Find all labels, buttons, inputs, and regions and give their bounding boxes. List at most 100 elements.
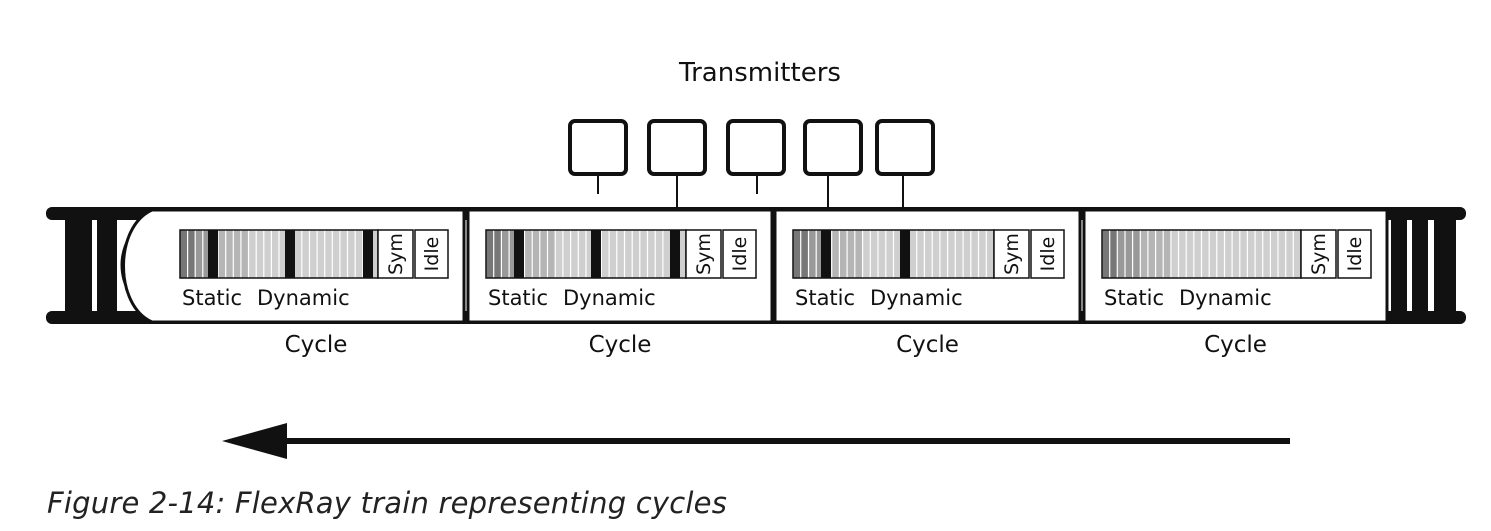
occupied-slot (208, 230, 218, 278)
time-slot (195, 230, 204, 278)
transmitter-box (875, 119, 935, 176)
rear-bar (1391, 218, 1407, 312)
time-slot (978, 230, 987, 278)
time-slot (601, 230, 610, 278)
dynamic-label: Dynamic (257, 286, 350, 310)
time-slot (202, 230, 211, 278)
time-slot (808, 230, 817, 278)
time-slot (924, 230, 933, 278)
time-slot (1147, 230, 1157, 278)
time-slot (970, 230, 979, 278)
idle-label: Idle (729, 237, 751, 272)
time-slot (1278, 230, 1287, 278)
time-slot (355, 230, 364, 278)
segment-bar (792, 229, 995, 279)
time-slot (225, 230, 234, 278)
cycle-label: Cycle (1204, 332, 1267, 358)
time-slot (793, 230, 802, 278)
time-slot (1270, 230, 1279, 278)
occupied-slot (591, 230, 601, 278)
sym-label: Sym (693, 233, 715, 275)
time-slot (800, 230, 809, 278)
time-slot (324, 230, 333, 278)
time-slot (187, 230, 196, 278)
time-slot (1239, 230, 1248, 278)
train-rear (1391, 218, 1456, 312)
time-slot (616, 230, 625, 278)
figure-caption: Figure 2-14: FlexRay train representing … (47, 486, 728, 520)
time-slot (947, 230, 956, 278)
time-slot (831, 230, 840, 278)
time-slot (524, 230, 533, 278)
sym-label: Sym (1308, 233, 1330, 275)
time-slot (1293, 230, 1302, 278)
time-slot (248, 230, 257, 278)
front-bar (97, 218, 117, 312)
time-slot (317, 230, 326, 278)
time-slot (1224, 230, 1233, 278)
time-slot (647, 230, 656, 278)
transmitter-box (803, 119, 863, 176)
time-slot (932, 230, 941, 278)
time-slot (1163, 230, 1172, 278)
time-slot (271, 230, 280, 278)
time-slot (509, 230, 518, 278)
direction-arrow (222, 423, 1290, 459)
cycle-label: Cycle (589, 332, 652, 358)
idle-label: Idle (1344, 237, 1366, 272)
sym-box (377, 229, 414, 279)
time-slot (963, 230, 972, 278)
dynamic-label: Dynamic (1179, 286, 1272, 310)
rear-bar (1412, 218, 1428, 312)
time-slot (486, 230, 495, 278)
time-slot (1117, 230, 1126, 278)
time-slot (294, 230, 303, 278)
sym-label: Sym (1001, 233, 1023, 275)
rear-bar (1434, 218, 1456, 312)
time-slot (347, 230, 356, 278)
static-label: Static (488, 286, 548, 310)
time-slot (263, 230, 272, 278)
idle-box (1337, 229, 1372, 279)
occupied-slot (285, 230, 295, 278)
time-slot (1125, 230, 1134, 278)
time-slot (870, 230, 879, 278)
dynamic-label: Dynamic (870, 286, 963, 310)
sym-box (993, 229, 1030, 279)
time-slot (339, 230, 348, 278)
time-slot (578, 230, 587, 278)
time-slot (1178, 230, 1187, 278)
time-slot (639, 230, 648, 278)
time-slot (939, 230, 949, 278)
sym-label: Sym (385, 233, 407, 275)
time-slot (493, 230, 502, 278)
time-slot (839, 230, 848, 278)
occupied-slot (670, 230, 680, 278)
time-slot (586, 230, 595, 278)
time-slot (909, 230, 918, 278)
direction-arrowhead (222, 423, 287, 459)
time-slot (1102, 230, 1111, 278)
time-slot (1285, 230, 1294, 278)
time-slot (1186, 230, 1195, 278)
transmitter-box (726, 119, 786, 176)
time-slot (279, 230, 288, 278)
time-slot (862, 230, 871, 278)
time-slot (847, 230, 856, 278)
time-slot (1232, 230, 1241, 278)
segment-bar (1101, 229, 1302, 279)
cycle-label: Cycle (285, 332, 348, 358)
time-slot (256, 230, 265, 278)
dynamic-label: Dynamic (563, 286, 656, 310)
time-slot (1216, 230, 1225, 278)
time-slot (1201, 230, 1210, 278)
time-slot (955, 230, 964, 278)
time-slot (1193, 230, 1202, 278)
idle-box (722, 229, 757, 279)
occupied-slot (514, 230, 524, 278)
time-slot (332, 230, 341, 278)
occupied-slot (821, 230, 831, 278)
